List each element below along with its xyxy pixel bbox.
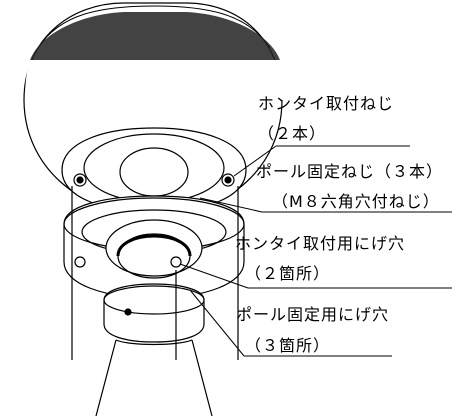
label-main-screw-qty: （２本）	[258, 124, 327, 143]
leader-main-hole	[179, 263, 249, 289]
leader-pole-screw	[199, 197, 263, 213]
dome-shade	[30, 12, 280, 60]
leader-pole-hole	[189, 289, 245, 357]
main-screw-right	[221, 173, 235, 187]
label-pole-hole: ポール固定用にげ穴	[236, 305, 390, 324]
collar-hole-left	[74, 256, 86, 268]
collar-hole-right	[170, 256, 182, 268]
leader-main-screw	[233, 145, 277, 177]
pole	[95, 339, 213, 416]
pole-screw-hole	[124, 308, 132, 316]
label-pole-screw: ポール固定ねじ（３本）	[256, 162, 444, 181]
label-main-hole-qty: （２箇所）	[245, 264, 331, 283]
label-pole-hole-qty: （３箇所）	[245, 336, 331, 355]
label-pole-screw-spec: （M８六角穴付ねじ）	[272, 192, 440, 211]
main-screw-left	[73, 173, 87, 187]
label-main-screw: ホンタイ取付ねじ	[258, 94, 395, 113]
pole-fitting	[103, 283, 205, 343]
dome-top-band	[37, 5, 271, 49]
label-main-hole: ホンタイ取付用にげ穴	[235, 234, 406, 253]
